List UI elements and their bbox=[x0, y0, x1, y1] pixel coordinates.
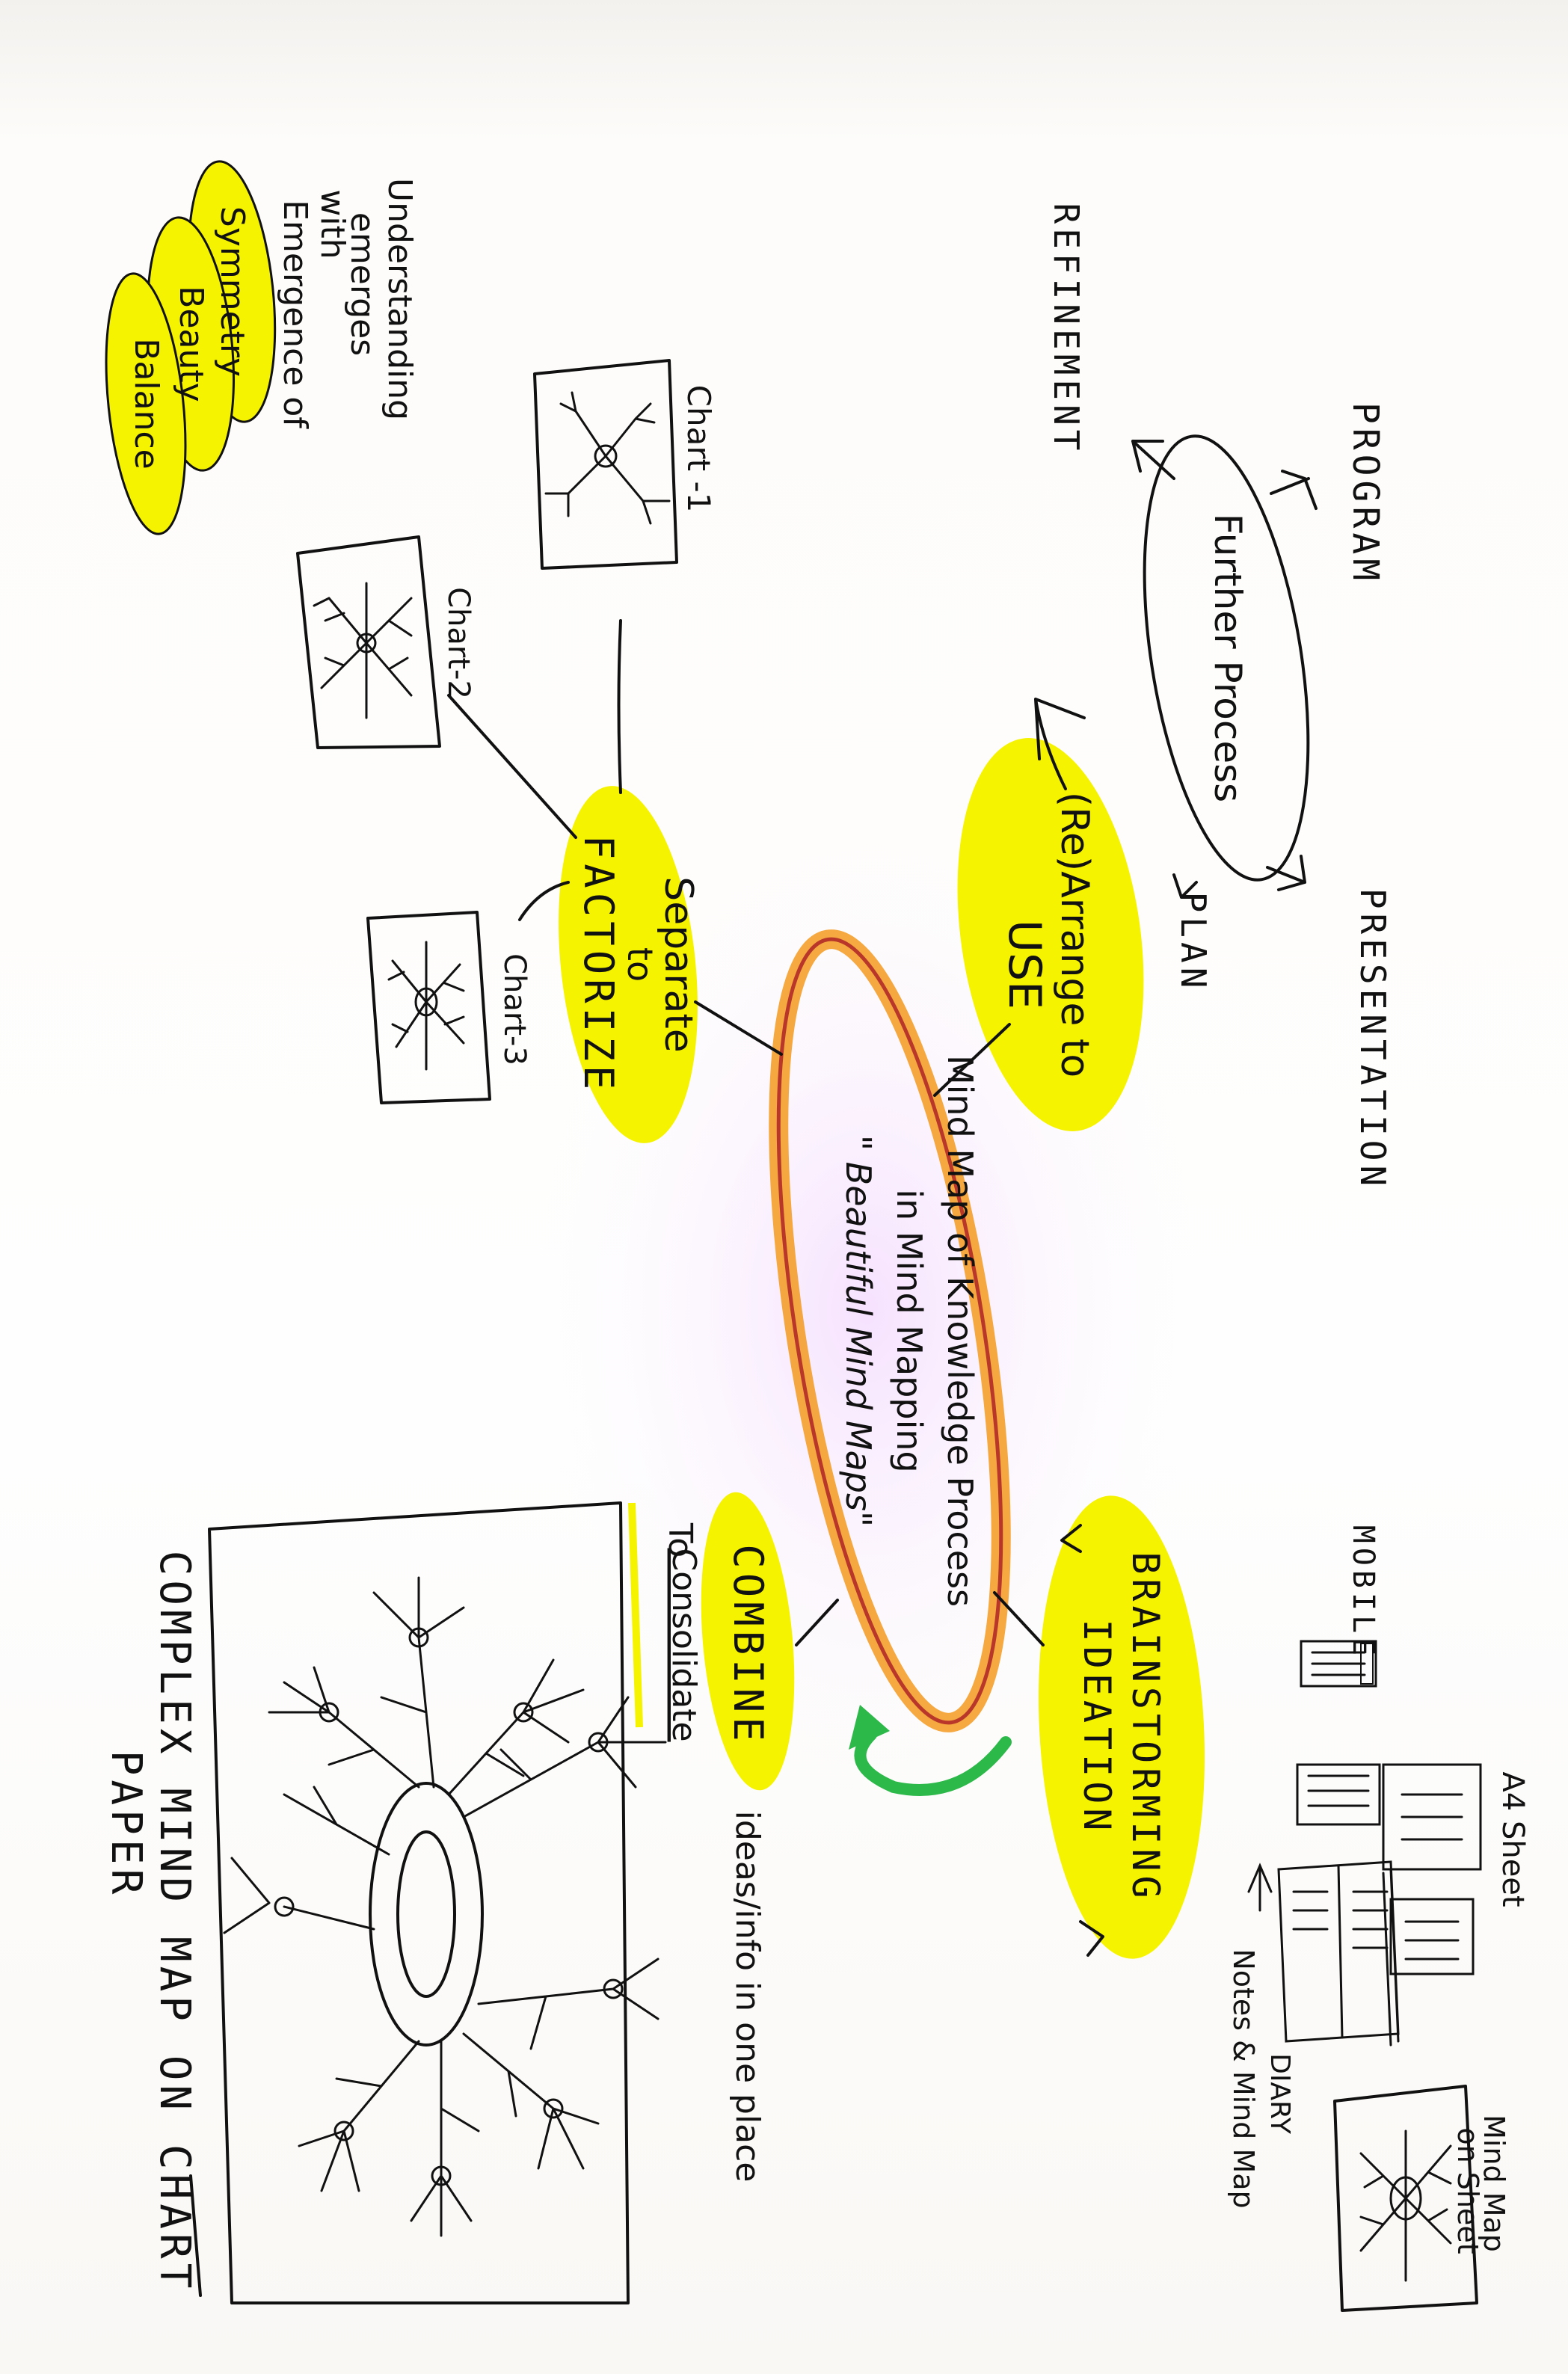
mobile-phone-icon bbox=[1300, 1640, 1377, 1688]
diary-icon bbox=[1277, 1860, 1400, 2047]
process-label: Further Process bbox=[1206, 514, 1249, 802]
brainstorm-line-1: BRAINSTORMING bbox=[1124, 1552, 1167, 1902]
plan-label: PLAN bbox=[1173, 892, 1214, 993]
brainstorm-brackets bbox=[1060, 1524, 1104, 1957]
presentation-arrow bbox=[1266, 855, 1306, 891]
a4-sheet-label: A4 Sheet bbox=[1495, 1771, 1530, 1907]
notes-label: Notes & Mind Map bbox=[1227, 1949, 1260, 2208]
understanding-line-4: Emergence of bbox=[276, 200, 314, 429]
complex-label-1: COMPLEX MIND MAP ON CHART bbox=[150, 1551, 199, 2293]
combine-connector bbox=[795, 1599, 839, 1646]
separate-line-3: FACTORIZE bbox=[575, 835, 622, 1095]
chart1-connector bbox=[617, 619, 622, 794]
separate-connector bbox=[694, 1000, 783, 1056]
complex-label-2: PAPER bbox=[102, 1750, 150, 1899]
brainstorm-line-2: IDEATION bbox=[1075, 1620, 1119, 1836]
chart3-frame bbox=[366, 911, 491, 1104]
balance-label: Balance bbox=[127, 338, 165, 469]
brainstorm-highlight bbox=[1038, 1495, 1205, 1959]
balance-oval bbox=[105, 272, 187, 535]
program-arrow bbox=[1270, 470, 1318, 510]
process-ellipse bbox=[1143, 434, 1310, 882]
complex-underline bbox=[189, 2174, 202, 2297]
consolidate-highlight bbox=[628, 1502, 643, 1728]
beauty-label: Beauty bbox=[172, 286, 210, 402]
complex-frame bbox=[208, 1501, 630, 2304]
branch-rearrange: (Re)Arrange to USE bbox=[933, 698, 1144, 1131]
presentation-label: PRESENTATION bbox=[1353, 888, 1393, 1190]
diary-arrow bbox=[1247, 1863, 1273, 1912]
chart3-connector bbox=[518, 881, 570, 921]
combine-highlight bbox=[701, 1492, 795, 1791]
a4-sheet-icon bbox=[1382, 1763, 1482, 1871]
up-arrow bbox=[1034, 698, 1086, 790]
mobile-label: MOBILE bbox=[1346, 1525, 1380, 1661]
brainstorm-connector bbox=[993, 1591, 1045, 1646]
chart2-connector bbox=[447, 694, 577, 839]
program-label: PROGRAM bbox=[1344, 402, 1386, 585]
chart1-label: Chart -1 bbox=[680, 385, 717, 513]
rearrange-line-1: (Re)Arrange to bbox=[1052, 792, 1097, 1077]
media-section: MOBILE A4 Sheet DIARY bbox=[1227, 1525, 1530, 2312]
rearrange-highlight bbox=[957, 738, 1144, 1131]
chart2-frame bbox=[296, 535, 441, 749]
consolidate-word: Consolidate bbox=[665, 1548, 703, 1741]
complex-branches bbox=[223, 1576, 667, 2237]
combine-label: COMBINE bbox=[725, 1544, 772, 1746]
chart3-label: Chart-3 bbox=[497, 953, 532, 1065]
branch-separate: Separate to FACTORIZE bbox=[447, 619, 783, 1143]
rearrange-line-2: USE bbox=[998, 920, 1051, 1009]
separate-line-2: to bbox=[620, 947, 660, 982]
rearrange-connector bbox=[933, 1023, 1011, 1097]
separate-line-1: Separate bbox=[656, 876, 701, 1053]
complex-mind-map: COMPLEX MIND MAP ON CHART PAPER bbox=[102, 1501, 667, 2304]
further-process: Further Process PROGRAM PRESENTATION PLA… bbox=[1046, 203, 1393, 1191]
chart2-label: Chart-2 bbox=[441, 587, 476, 699]
refinement-arrow bbox=[1131, 440, 1175, 480]
diary-label: DIARY bbox=[1264, 2053, 1295, 2135]
a4-sheet-icon-2 bbox=[1389, 1898, 1475, 1975]
combine-rest: ideas/info in one place bbox=[728, 1811, 766, 2183]
separate-highlight bbox=[559, 786, 698, 1143]
central-node: Mind Map of Knowledge Process in Mind Ma… bbox=[769, 929, 1012, 1796]
complex-center-outer bbox=[369, 1782, 484, 2047]
chart3-box: Chart-3 bbox=[366, 911, 532, 1104]
complex-center-inner bbox=[396, 1830, 456, 1998]
mind-map-sheet-label-1: Mind Map bbox=[1478, 2115, 1510, 2252]
understanding-line-3: with bbox=[313, 189, 351, 259]
mind-map-sheet-icon bbox=[1333, 2085, 1478, 2312]
center-line-1: Mind Map of Knowledge Process bbox=[940, 1055, 980, 1607]
mind-map-sheet-label-2: on Sheet bbox=[1451, 2127, 1484, 2254]
chart1-frame bbox=[533, 359, 678, 570]
green-cycle-arrow bbox=[854, 1729, 1012, 1796]
understanding-line-1: Understanding bbox=[381, 178, 419, 420]
understanding-note: Understanding emerges with Emergence of … bbox=[105, 160, 419, 535]
center-line-2: in Mind Mapping bbox=[889, 1189, 929, 1472]
chart2-box: Chart-2 bbox=[296, 535, 476, 749]
center-line-3: " Beautiful Mind Maps" bbox=[838, 1135, 879, 1527]
branch-brainstorm: BRAINSTORMING IDEATION bbox=[993, 1495, 1205, 1959]
green-arrow-head bbox=[849, 1705, 890, 1750]
chart1-box: Chart -1 bbox=[533, 359, 717, 570]
branch-combine: COMBINE To Consolidate ideas/info in one… bbox=[628, 1492, 839, 2183]
refinement-label: REFINEMENT bbox=[1046, 203, 1086, 455]
complex-nodes bbox=[274, 1627, 624, 2186]
symmetry-label: Symmetry bbox=[213, 206, 251, 377]
combine-prefix: To bbox=[661, 1522, 699, 1557]
plan-arrow bbox=[1172, 873, 1205, 899]
small-notepad-icon bbox=[1296, 1763, 1381, 1826]
understanding-line-2: emerges bbox=[343, 212, 381, 356]
central-ellipse-red bbox=[776, 937, 1003, 1725]
